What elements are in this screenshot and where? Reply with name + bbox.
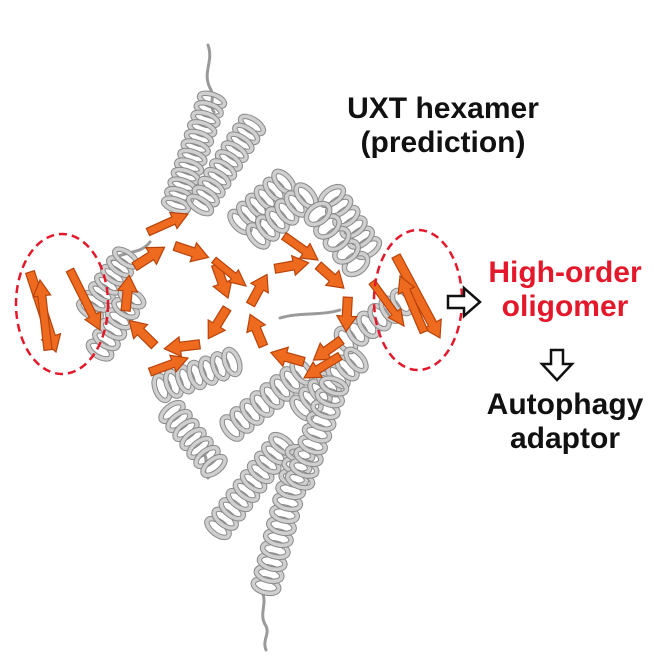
down-arrow-icon (542, 350, 572, 380)
structure-title: UXT hexamer (prediction) (318, 92, 568, 159)
beta-strand (247, 275, 269, 307)
beta-strand (247, 314, 268, 347)
beta-strand (146, 213, 188, 236)
beta-strand (282, 233, 318, 260)
adaptor-line-1: Autophagy (470, 388, 660, 422)
beta-strand (164, 337, 200, 357)
oligomer-line-2: oligomer (470, 290, 660, 324)
oligomer-line-1: High-order (470, 256, 660, 290)
beta-strand (173, 242, 208, 262)
helix-coil (302, 199, 371, 278)
beta-strand (208, 306, 231, 339)
adaptor-line-2: adaptor (470, 422, 660, 456)
high-order-oligomer-label: High-order oligomer (470, 256, 660, 323)
autophagy-adaptor-label: Autophagy adaptor (470, 388, 660, 455)
alpha-helices (76, 91, 415, 596)
title-line-2: (prediction) (318, 126, 568, 160)
helix-coil (151, 347, 243, 402)
helix-coil (158, 399, 228, 479)
title-line-1: UXT hexamer (318, 92, 568, 126)
beta-strand (129, 320, 158, 348)
beta-strand (315, 262, 344, 288)
beta-strand (271, 347, 305, 366)
